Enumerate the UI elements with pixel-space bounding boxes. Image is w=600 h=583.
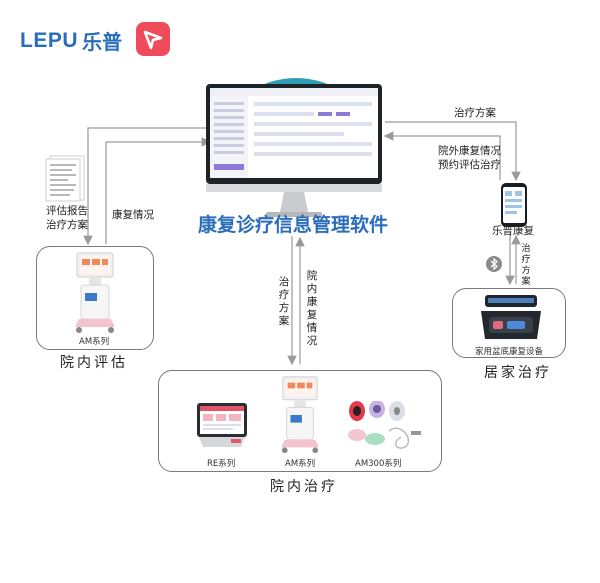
- send-icon: [136, 22, 170, 56]
- software-monitor: [200, 78, 390, 224]
- label-appointment: 预约评估治疗: [438, 159, 501, 171]
- label-report: 评估报告: [46, 205, 88, 217]
- group-title-treatment: 院内治疗: [270, 479, 338, 495]
- system-title: 康复诊疗信息管理软件: [198, 214, 389, 236]
- am300-probes-icon: [345, 400, 425, 457]
- caption-am-series: AM系列: [285, 459, 316, 469]
- am-series-device-icon: [277, 375, 323, 459]
- brand-logo: LEPU 乐普: [20, 22, 170, 56]
- assessment-box: AM系列: [36, 246, 154, 350]
- caption-re-series: RE系列: [207, 459, 236, 469]
- label-phone-app: 乐普康复: [492, 225, 534, 237]
- group-title-assessment: 院内评估: [60, 355, 128, 371]
- home-box: 家用盆底康复设备: [452, 288, 566, 358]
- label-vertical-plan-center: 治疗方案: [278, 276, 290, 327]
- brand-name-cn: 乐普: [82, 30, 123, 54]
- caption-home-device: 家用盆底康复设备: [475, 347, 544, 357]
- brand-name-en: LEPU: [20, 28, 79, 52]
- label-outside-status: 院外康复情况: [438, 145, 501, 157]
- label-vertical-plan-right: 治疗方案: [521, 244, 531, 287]
- group-title-home: 居家治疗: [484, 365, 552, 381]
- report-document-icon: [42, 154, 92, 206]
- home-device-case-icon: [479, 293, 543, 345]
- caption-am-assessment: AM系列: [79, 337, 110, 347]
- bluetooth-icon: [486, 256, 502, 276]
- label-vertical-inpatient: 院内康复情况: [306, 270, 318, 347]
- treatment-box: RE系列 AM系列 AM300系列: [158, 370, 442, 472]
- phone-app-icon: [500, 182, 528, 232]
- caption-am300-series: AM300系列: [355, 459, 402, 469]
- label-plan-left: 治疗方案: [46, 219, 88, 231]
- label-rehab-status: 康复情况: [112, 209, 154, 221]
- label-plan-right: 治疗方案: [454, 107, 496, 119]
- am-cart-icon: [71, 251, 119, 339]
- re-series-device-icon: [195, 401, 249, 455]
